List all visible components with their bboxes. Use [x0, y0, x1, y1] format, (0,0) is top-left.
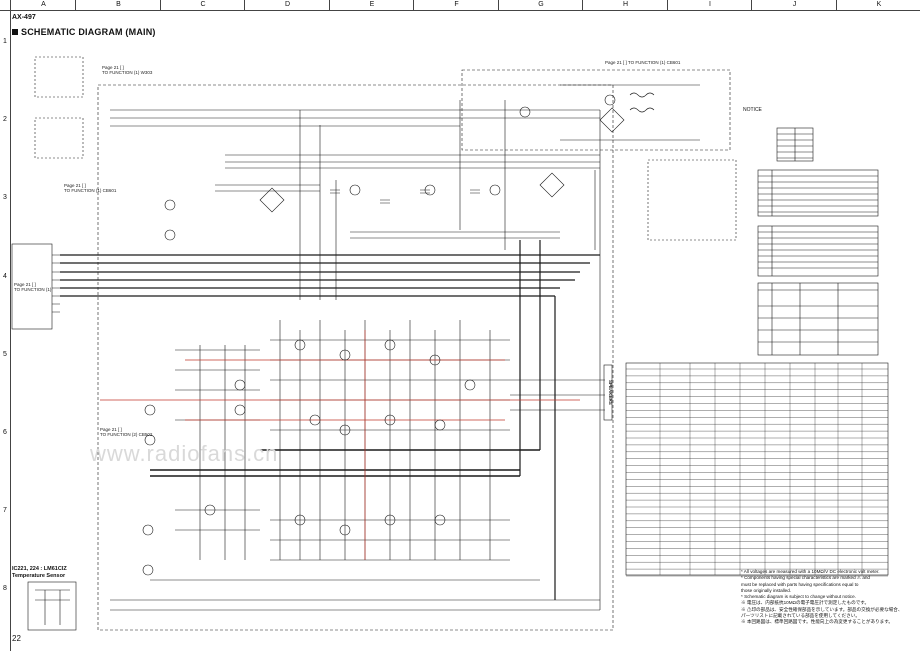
col-label: H	[582, 0, 668, 10]
watermark-text: www.radiofans.cn	[90, 441, 279, 466]
ref-function-cb502: Page 21 [ ] TO FUNCTION (2) CB502	[100, 427, 153, 437]
notice-heading: NOTICE	[743, 107, 762, 113]
transistor-symbol	[604, 94, 616, 106]
row-label: 8	[3, 585, 7, 592]
temperature-sensor-box	[27, 581, 77, 631]
transistor-symbol	[434, 419, 446, 431]
row-header: 1 2 3 4 5 6 7 8	[0, 10, 11, 651]
transistor-symbol	[384, 514, 396, 526]
transistor-symbol	[144, 434, 156, 446]
transistor-symbol	[464, 379, 476, 391]
capacitor-legend-table	[757, 225, 879, 277]
col-label: C	[160, 0, 245, 10]
note-line: * All voltages are measured with a 10MΩ/…	[741, 569, 880, 574]
row-label: 3	[3, 194, 7, 201]
row-label: 6	[3, 429, 7, 436]
transistor-symbol	[144, 404, 156, 416]
transistor-symbol	[164, 229, 176, 241]
reference-parts-table	[625, 362, 889, 576]
page-number: 22	[12, 634, 21, 643]
col-label: J	[751, 0, 837, 10]
transistor-symbol	[294, 514, 306, 526]
row-label: 4	[3, 273, 7, 280]
note-line: ※ 電圧は、内部抵抗10MΩの電子電圧計で測定したものです。	[741, 600, 870, 606]
col-label: K	[836, 0, 920, 10]
col-label: E	[329, 0, 414, 10]
transistor-symbol	[519, 106, 531, 118]
note-line: those originally installed.	[741, 587, 792, 593]
note-line: * Components having special characterist…	[741, 575, 870, 581]
transistor-symbol	[349, 184, 361, 196]
ref-function-left: Page 21 [ ] TO FUNCTION (1)	[14, 282, 52, 292]
transistor-symbol	[339, 524, 351, 536]
ref-function-cb601: Page 21 [ ] TO FUNCTION (1) CB601	[64, 183, 117, 193]
transistor-symbol	[142, 564, 154, 576]
sub-board-block	[647, 159, 737, 241]
left-board-2	[34, 117, 84, 159]
row-label: 1	[3, 38, 7, 45]
col-label: A	[10, 0, 76, 10]
row-label: 7	[3, 507, 7, 514]
transistor-symbol	[142, 524, 154, 536]
transistor-symbol	[489, 184, 501, 196]
left-connector-block	[11, 243, 53, 330]
transistor-symbol	[424, 184, 436, 196]
transistor-symbol	[384, 339, 396, 351]
model-number: AX-497	[12, 14, 36, 21]
col-label: I	[667, 0, 752, 10]
col-label: F	[413, 0, 499, 10]
temperature-sensor-title: IC221, 224 : LM61CIZ Temperature Sensor	[12, 566, 67, 579]
col-label: G	[498, 0, 583, 10]
transistor-symbol	[309, 414, 321, 426]
transistor-symbol	[339, 424, 351, 436]
note-line: * Schematic diagram is subject to change…	[741, 594, 856, 600]
transistor-symbol	[164, 199, 176, 211]
main-board-outline	[97, 84, 614, 631]
transistor-symbol	[384, 414, 396, 426]
transistor-symbol	[204, 504, 216, 516]
note-line: パーツリストに記載されている部品を使用してください。	[741, 613, 860, 619]
transistor-symbol	[429, 354, 441, 366]
page-title-text: SCHEMATIC DIAGRAM (MAIN)	[21, 27, 156, 37]
transistor-symbol	[234, 379, 246, 391]
ref-function-cb601-top: Page 21 [ ] TO FUNCTION (1) CB601	[605, 60, 681, 65]
row-label: 5	[3, 351, 7, 358]
interchangeable-parts-table	[757, 282, 879, 356]
speakers-label: SPEAKERS	[608, 380, 613, 405]
page-title: SCHEMATIC DIAGRAM (MAIN)	[12, 27, 156, 37]
transistor-symbol	[294, 339, 306, 351]
notes-block: * All voltages are measured with a 10MΩ/…	[741, 569, 911, 626]
left-board-1	[34, 56, 84, 98]
transistor-symbol	[434, 514, 446, 526]
transistor-symbol	[234, 404, 246, 416]
resistor-legend-table	[757, 169, 879, 217]
note-line: must be replaced with parts having speci…	[741, 581, 859, 587]
transistor-symbol	[339, 349, 351, 361]
ref-function-w303: Page 21 [ ] TO FUNCTION (1) W303	[102, 65, 153, 75]
col-label: D	[244, 0, 330, 10]
column-header: A B C D E F G H I J K L	[0, 0, 920, 11]
row-label: 2	[3, 116, 7, 123]
col-label: B	[75, 0, 161, 10]
note-line: ※ ⚠印の部品は、安全性確保部品を示しています。部品の交換が必要な場合、	[741, 606, 903, 612]
note-line: ※ 本回路図は、標準回路図です。性能向上の為変更することがあります。	[741, 619, 893, 625]
